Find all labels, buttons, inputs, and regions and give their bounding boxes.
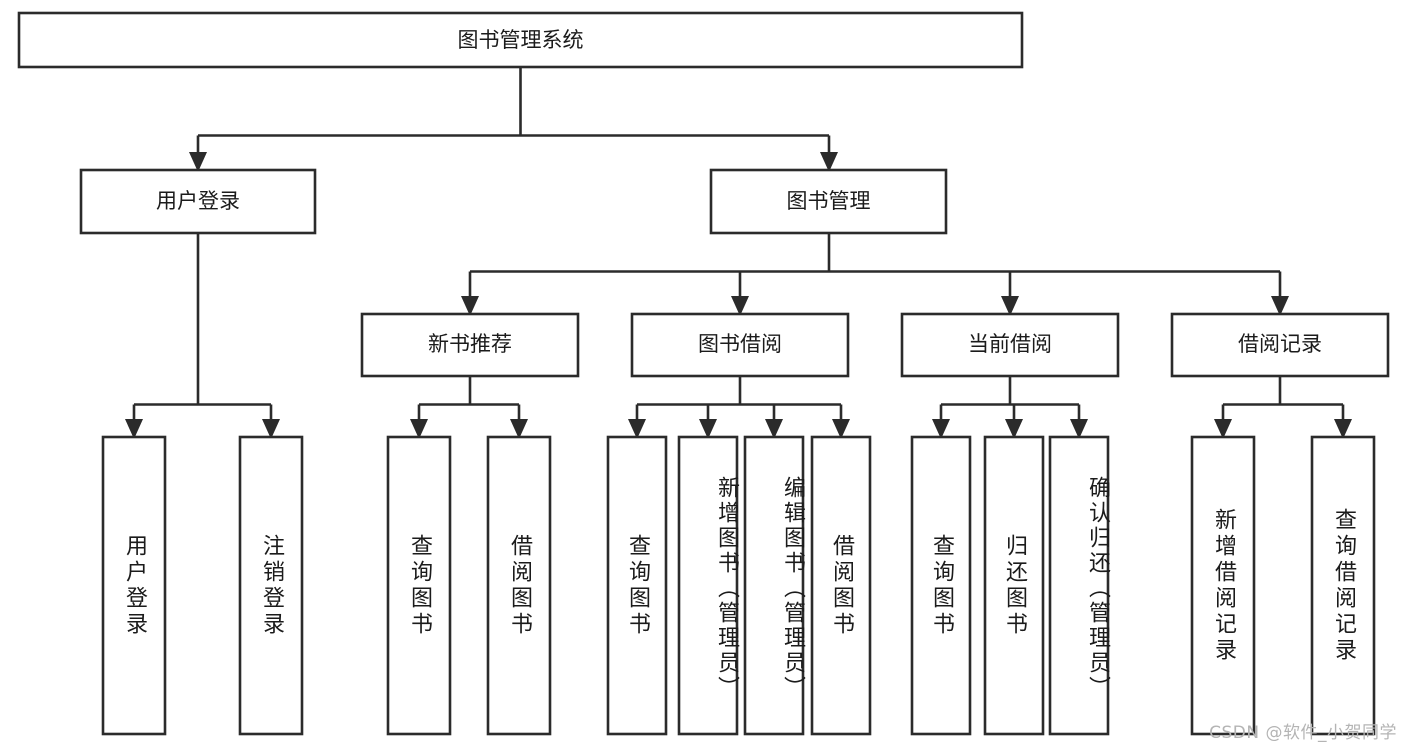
- arrow-to-q-book-3: [932, 419, 950, 439]
- node-book-manage[interactable]: 图书管理: [709, 168, 948, 235]
- arrow-to-book-borrow: [731, 296, 749, 316]
- node-book-borrow[interactable]: 图书借阅: [630, 312, 850, 378]
- arrow-to-q-book-1: [410, 419, 428, 439]
- node-add-book-box[interactable]: [677, 435, 739, 736]
- connector-borrowrecord-to-bus: [1221, 376, 1345, 421]
- node-new-book-rec-box[interactable]: [360, 312, 580, 378]
- node-confirm-return-box[interactable]: [1048, 435, 1110, 736]
- arrow-to-user-logout-leaf: [262, 419, 280, 439]
- node-q-book-2-box[interactable]: [606, 435, 668, 736]
- node-query-record-box[interactable]: [1310, 435, 1376, 736]
- node-b-book-1-box[interactable]: [486, 435, 552, 736]
- node-edit-book-box[interactable]: [743, 435, 805, 736]
- connector-layer: [132, 67, 1345, 421]
- node-borrow-record-label: 借阅记录: [1238, 332, 1322, 356]
- node-current-borrow-box[interactable]: [900, 312, 1120, 378]
- node-book-manage-box[interactable]: [709, 168, 948, 235]
- arrow-to-confirm-return: [1070, 419, 1088, 439]
- node-q-book-3-box[interactable]: [910, 435, 972, 736]
- node-book-borrow-label: 图书借阅: [698, 332, 782, 356]
- node-b-book-2-box[interactable]: [810, 435, 872, 736]
- node-user-login[interactable]: 用户登录: [79, 168, 317, 235]
- node-book-borrow-box[interactable]: [630, 312, 850, 378]
- node-new-book-rec-label: 新书推荐: [428, 332, 512, 356]
- node-borrow-record-box[interactable]: [1170, 312, 1390, 378]
- node-user-logout-leaf-box[interactable]: [238, 435, 304, 736]
- node-borrow-record[interactable]: 借阅记录: [1170, 312, 1390, 378]
- node-q-book-1-box[interactable]: [386, 435, 452, 736]
- arrow-to-edit-book: [765, 419, 783, 439]
- leaf-box-layer: [101, 435, 1376, 736]
- arrow-to-return-book: [1005, 419, 1023, 439]
- arrowhead-layer: [125, 152, 1352, 439]
- arrow-to-current-borrow: [1001, 296, 1019, 316]
- connector-currentborrow-to-bus: [939, 376, 1081, 421]
- arrow-to-b-book-1: [510, 419, 528, 439]
- arrow-to-book-manage: [820, 152, 838, 172]
- node-book-manage-label: 图书管理: [787, 189, 871, 213]
- connector-root-to-bus: [196, 67, 831, 154]
- connector-userlogin-to-bus: [132, 233, 273, 421]
- arrow-to-borrow-record: [1271, 296, 1289, 316]
- arrow-to-add-book: [699, 419, 717, 439]
- connector-bookmanage-to-bus: [468, 233, 1282, 298]
- arrow-to-query-record: [1334, 419, 1352, 439]
- node-return-book-box[interactable]: [983, 435, 1045, 736]
- node-user-login-label: 用户登录: [156, 189, 240, 213]
- node-root-box[interactable]: [17, 11, 1024, 69]
- arrow-to-user-login: [189, 152, 207, 172]
- node-root-label: 图书管理系统: [458, 28, 584, 52]
- arrow-to-add-record: [1214, 419, 1232, 439]
- connector-bookborrow-to-bus: [635, 376, 843, 421]
- node-current-borrow[interactable]: 当前借阅: [900, 312, 1120, 378]
- arrow-to-new-book-rec: [461, 296, 479, 316]
- node-user-login-leaf-box[interactable]: [101, 435, 167, 736]
- arrow-to-b-book-2: [832, 419, 850, 439]
- node-current-borrow-label: 当前借阅: [968, 332, 1052, 356]
- node-user-login-box[interactable]: [79, 168, 317, 235]
- node-add-record-box[interactable]: [1190, 435, 1256, 736]
- arrow-to-user-login-leaf: [125, 419, 143, 439]
- connector-newbookrec-to-bus: [417, 376, 521, 421]
- arrow-to-q-book-2: [628, 419, 646, 439]
- node-root[interactable]: 图书管理系统: [17, 11, 1024, 69]
- node-new-book-rec[interactable]: 新书推荐: [360, 312, 580, 378]
